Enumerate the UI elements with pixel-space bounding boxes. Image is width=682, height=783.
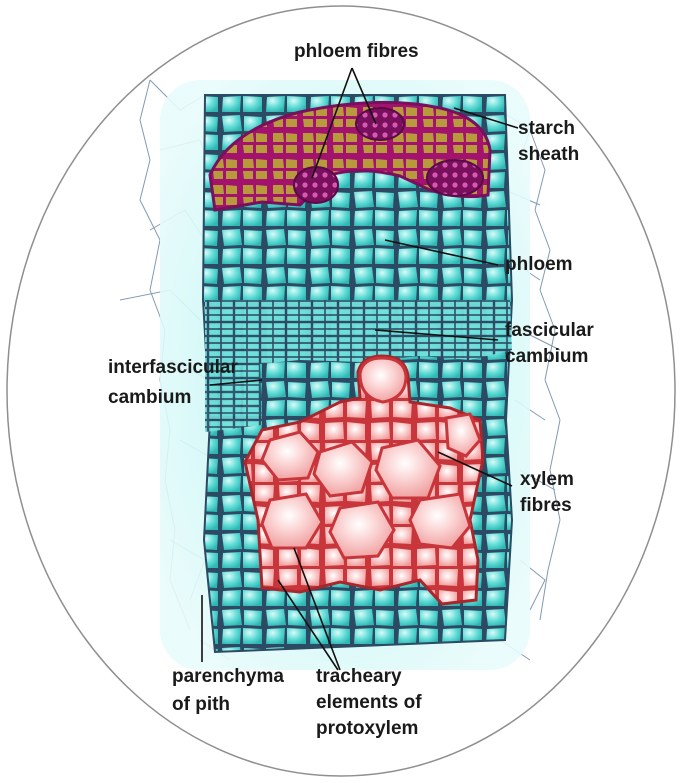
label-phloem: phloem xyxy=(505,254,573,275)
cambium-band xyxy=(205,300,512,370)
label-phloem-fibres: phloem fibres xyxy=(294,41,419,62)
